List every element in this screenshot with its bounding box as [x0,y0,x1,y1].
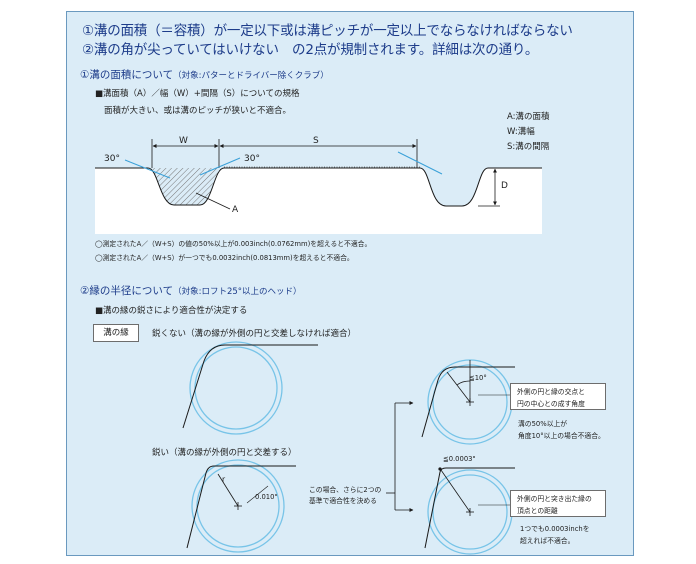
angle-rule-line1: 溝の50%以上が [518,420,568,428]
section1-scope: （対象:パターとドライバー除くクラブ） [173,71,329,81]
legend-area: A:溝の面積 [507,112,550,122]
angle-definition-line1: 外側の円と縁の交点と [517,388,585,396]
distance-definition-line2: 頂点との距離 [517,507,558,515]
angle-label-left: 30° [104,154,120,164]
angle-ray-1 [446,371,471,403]
note-1: ◯測定されたA／（W+S）の値の50%以上が0.003inch(0.0762mm… [95,240,372,248]
legend-spacing: S:溝の間隔 [507,142,550,152]
angle-rule-line2: 角度10°以上の場合不適合。 [518,432,605,440]
diameter-leader [246,485,269,504]
edge-profile-distance [424,467,515,549]
header-line-2: ②溝の角が尖っていてはいけない の2点が規制されます。詳細は次の通り。 [82,42,539,58]
label-d: D [501,181,508,191]
label-a: A [232,205,239,215]
not-sharp-caption: 鋭くない（溝の縁が外側の円と交差しなければ適合） [152,329,357,339]
label-s: S [313,136,319,146]
edge-profile-angle [421,366,515,438]
inner-circle-distance [432,474,508,550]
angle-definition-line2: 円の中心との成す角度 [517,400,585,408]
edge-label: 溝の縁 [103,328,129,338]
diagram-panel [66,11,634,556]
edge-apex-dot [438,467,442,471]
groove-face [95,168,542,234]
radius-line-sharp [217,473,239,507]
section2-heading: ②縁の半径について（対象:ロフト25°以上のヘッド） [80,283,302,298]
edge-profile-sharp [186,465,296,549]
edge-label-box: 溝の縁 [93,324,139,342]
distance-definition-box: 外側の円と突き出た縁の 頂点との距離 [510,490,606,517]
header-line-1: ①溝の面積（＝容積）が一定以下或は溝ピッチが一定以上でならなければならない [82,23,573,39]
slope-line-left [124,159,171,179]
note-2: ◯測定されたA／（W+S）が一つでも0.0032inch(0.0813mm)を超… [95,254,354,262]
angle-label-right: 30° [244,154,260,164]
inner-circle-sharp [196,464,280,548]
angle-arc [456,380,471,386]
label-w: W [179,136,188,146]
distance-criterion-label: ≦0.0003" [443,455,476,463]
case-note-1: この場合、さらに2つの [309,486,382,494]
distance-rule-line2: 超えれば不適合。 [520,537,575,545]
angle-definition-box: 外側の円と縁の交点と 円の中心との成す角度 [510,383,606,410]
inner-circle-not-sharp [194,346,278,430]
groove-outline [95,167,542,207]
outer-circle-not-sharp [189,341,283,435]
section2-title: ②縁の半径について [80,285,174,297]
case-note-2: 基準で適合性を決める [309,497,377,505]
label-diameter: 0.010" [255,493,278,501]
distance-rule-line1: 1つでも0.0003inchを [520,525,590,533]
section1-rule-title: ■溝面積（A）／幅（W）+間隔（S）についての規格 [95,89,300,99]
distance-definition-line1: 外側の円と突き出た縁の [517,495,592,503]
section2-scope: （対象:ロフト25°以上のヘッド） [173,287,302,297]
distance-ray [440,469,471,513]
slope-line-groove2 [397,151,443,175]
slope-line-right [199,157,241,176]
outer-circle-sharp [191,459,285,553]
section2-rule-title: ■溝の縁の鋭さにより適合性が決定する [95,306,248,316]
edge-profile-not-sharp [182,344,318,429]
section1-title: ①溝の面積について [80,69,174,81]
legend-width: W:溝幅 [507,127,535,137]
section1-heading: ①溝の面積について（対象:パターとドライバー除くクラブ） [80,67,329,82]
label-r: r [222,475,226,484]
angle-criterion-label: ≦10° [469,374,487,382]
section1-rule-desc: 面積が大きい、或は溝のピッチが狭いと不適合。 [104,106,292,116]
sharp-caption: 鋭い（溝の縁が外側の円と交差する） [152,448,297,458]
a-leader [195,192,231,210]
